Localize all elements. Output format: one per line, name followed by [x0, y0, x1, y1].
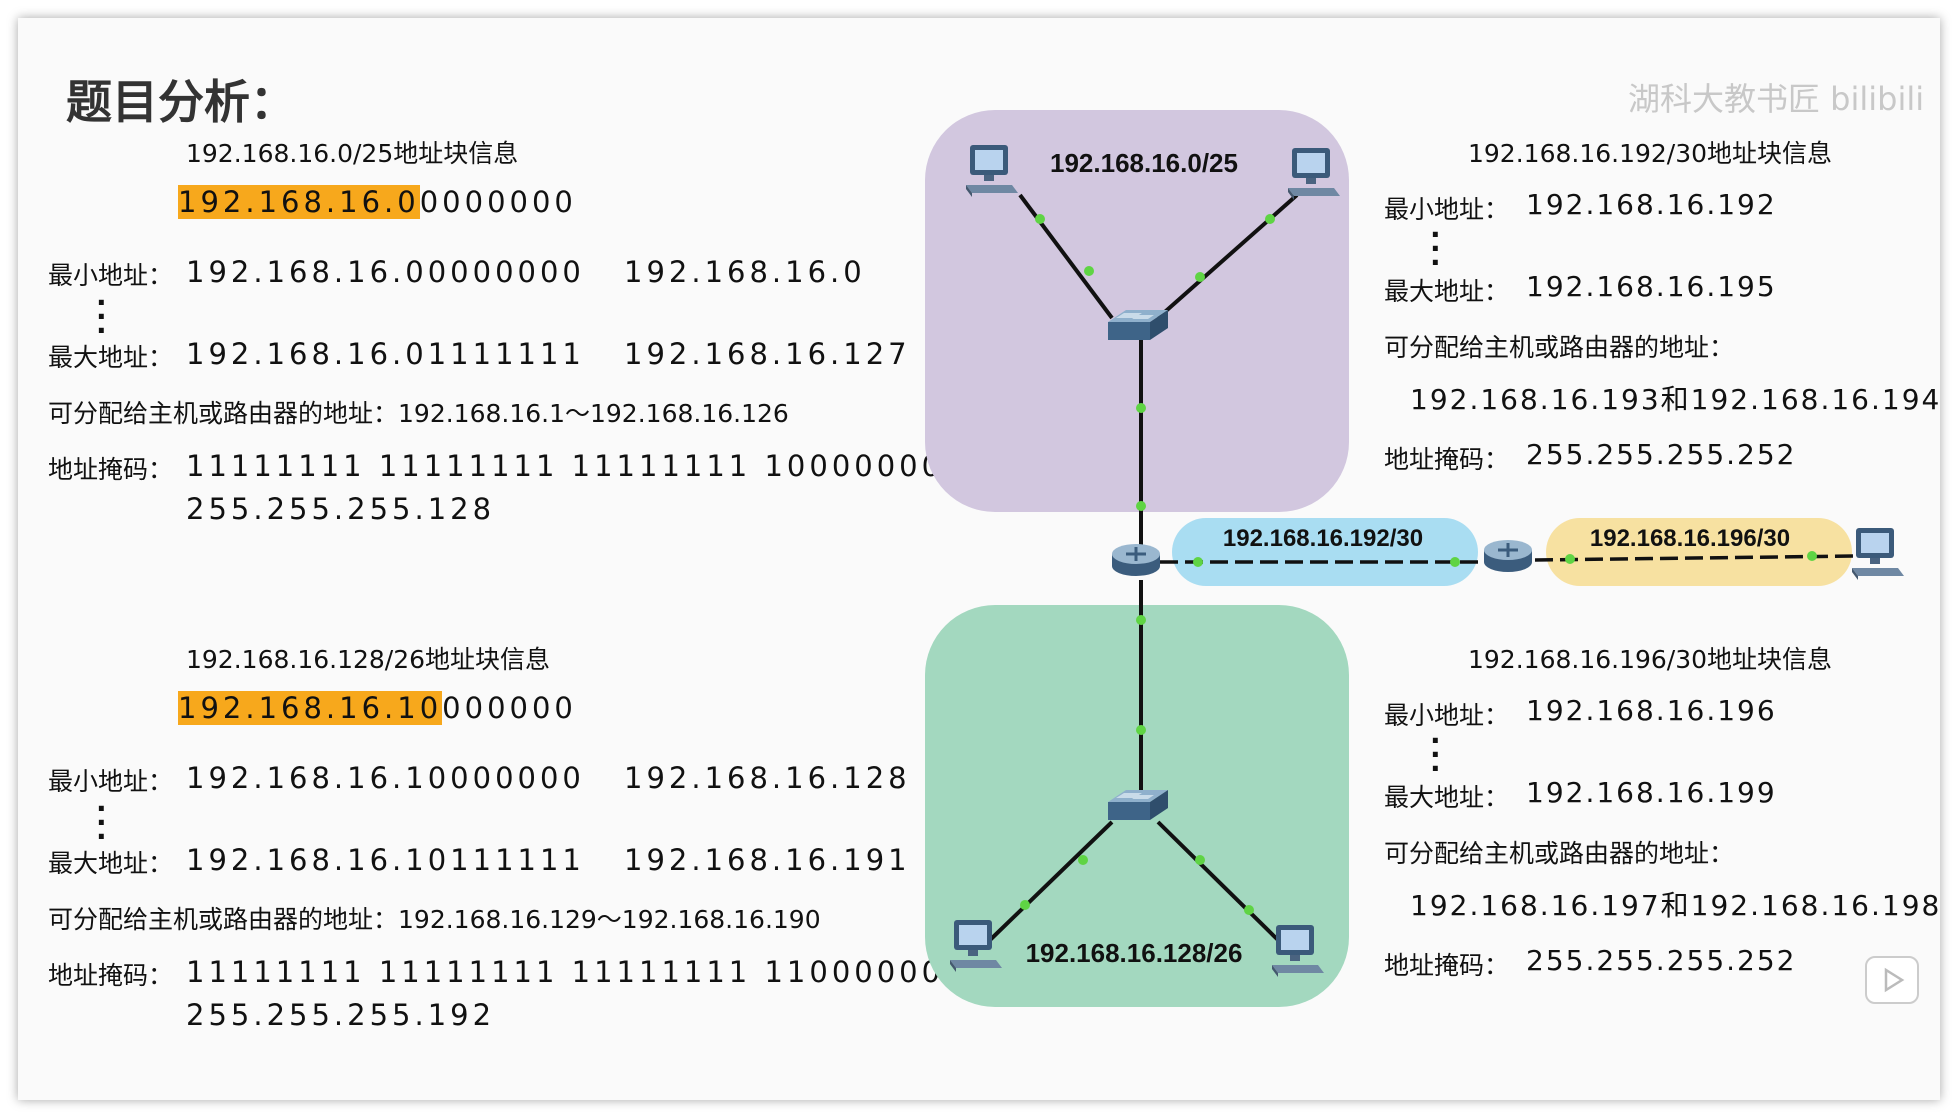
min-address: 192.168.16.192	[1526, 188, 1777, 221]
port-dots	[1020, 214, 1817, 915]
play-button[interactable]	[1865, 956, 1919, 1004]
assignable-label: 可分配给主机或路由器的地址：	[1384, 839, 1735, 868]
network-b-label: 192.168.16.128/26	[1026, 938, 1243, 968]
block-b-header: 192.168.16.128/26地址块信息	[186, 645, 551, 674]
mask-decimal: 255.255.255.192	[186, 998, 496, 1032]
ellipsis-dots: ···	[96, 792, 107, 853]
max-address-label: 最大地址：	[1384, 277, 1510, 306]
max-address-binary: 192.168.16.10111111	[186, 843, 585, 877]
mask-label: 地址掩码：	[48, 455, 174, 484]
max-address-label: 最大地址：	[48, 343, 174, 372]
assignable-addresses: 192.168.16.193和192.168.16.194	[1410, 383, 1942, 416]
host-bits: 000000	[442, 691, 577, 725]
play-icon	[1884, 967, 1905, 993]
min-address-binary: 192.168.16.00000000	[186, 255, 585, 289]
ellipsis-dots: ···	[1430, 724, 1441, 785]
block-d-header: 192.168.16.196/30地址块信息	[1468, 645, 1833, 674]
block-b-binary: 192.168.16.10000000	[178, 691, 577, 725]
min-address-label: 最小地址：	[48, 767, 174, 796]
max-address-binary: 192.168.16.01111111	[186, 337, 585, 371]
min-address-decimal: 192.168.16.0	[624, 255, 866, 289]
assignable-addresses: 192.168.16.197和192.168.16.198	[1410, 889, 1942, 922]
min-address: 192.168.16.196	[1526, 694, 1777, 727]
router-icon	[1110, 542, 1162, 578]
router-icon	[1482, 538, 1534, 574]
min-address-label: 最小地址：	[1384, 195, 1510, 224]
min-address-label: 最小地址：	[48, 261, 174, 290]
mask-decimal: 255.255.255.128	[186, 492, 496, 526]
assignable-label: 可分配给主机或路由器的地址：	[1384, 333, 1735, 362]
mask-decimal: 255.255.255.252	[1526, 438, 1797, 471]
mask-binary: 11111111 11111111 11111111 10000000	[186, 449, 945, 483]
ellipsis-dots: ···	[1430, 218, 1441, 279]
max-address-decimal: 192.168.16.127	[624, 337, 911, 371]
mask-binary: 11111111 11111111 11111111 11000000	[186, 955, 945, 989]
max-address: 192.168.16.195	[1526, 270, 1777, 303]
min-address-binary: 192.168.16.10000000	[186, 761, 585, 795]
block-a-binary: 192.168.16.00000000	[178, 185, 577, 219]
link-c-region	[1172, 518, 1478, 586]
max-address-label: 最大地址：	[1384, 783, 1510, 812]
mask-label: 地址掩码：	[48, 961, 174, 990]
assignable-addresses: 可分配给主机或路由器的地址：192.168.16.129～192.168.16.…	[48, 905, 821, 934]
link-c-label: 192.168.16.192/30	[1223, 525, 1423, 552]
max-address-label: 最大地址：	[48, 849, 174, 878]
assignable-addresses: 可分配给主机或路由器的地址：192.168.16.1～192.168.16.12…	[48, 399, 789, 428]
max-address: 192.168.16.199	[1526, 776, 1777, 809]
block-a-header: 192.168.16.0/25地址块信息	[186, 139, 519, 168]
host-bits: 0000000	[419, 185, 577, 219]
block-c-header: 192.168.16.192/30地址块信息	[1468, 139, 1833, 168]
min-address-label: 最小地址：	[1384, 701, 1510, 730]
link-d-label: 192.168.16.196/30	[1590, 525, 1790, 552]
page-title: 题目分析：	[66, 75, 296, 129]
ellipsis-dots: ···	[96, 286, 107, 347]
network-prefix-highlight: 192.168.16.0	[178, 185, 420, 219]
max-address-decimal: 192.168.16.191	[624, 843, 911, 877]
min-address-decimal: 192.168.16.128	[624, 761, 911, 795]
mask-label: 地址掩码：	[1384, 445, 1510, 474]
pc-icon	[1852, 528, 1904, 580]
mask-decimal: 255.255.255.252	[1526, 944, 1797, 977]
network-prefix-highlight: 192.168.16.10	[178, 691, 443, 725]
link-d-region	[1546, 518, 1852, 586]
watermark: 湖科大教书匠 bilibili	[1628, 80, 1925, 118]
network-a-label: 192.168.16.0/25	[1050, 148, 1238, 178]
mask-label: 地址掩码：	[1384, 951, 1510, 980]
